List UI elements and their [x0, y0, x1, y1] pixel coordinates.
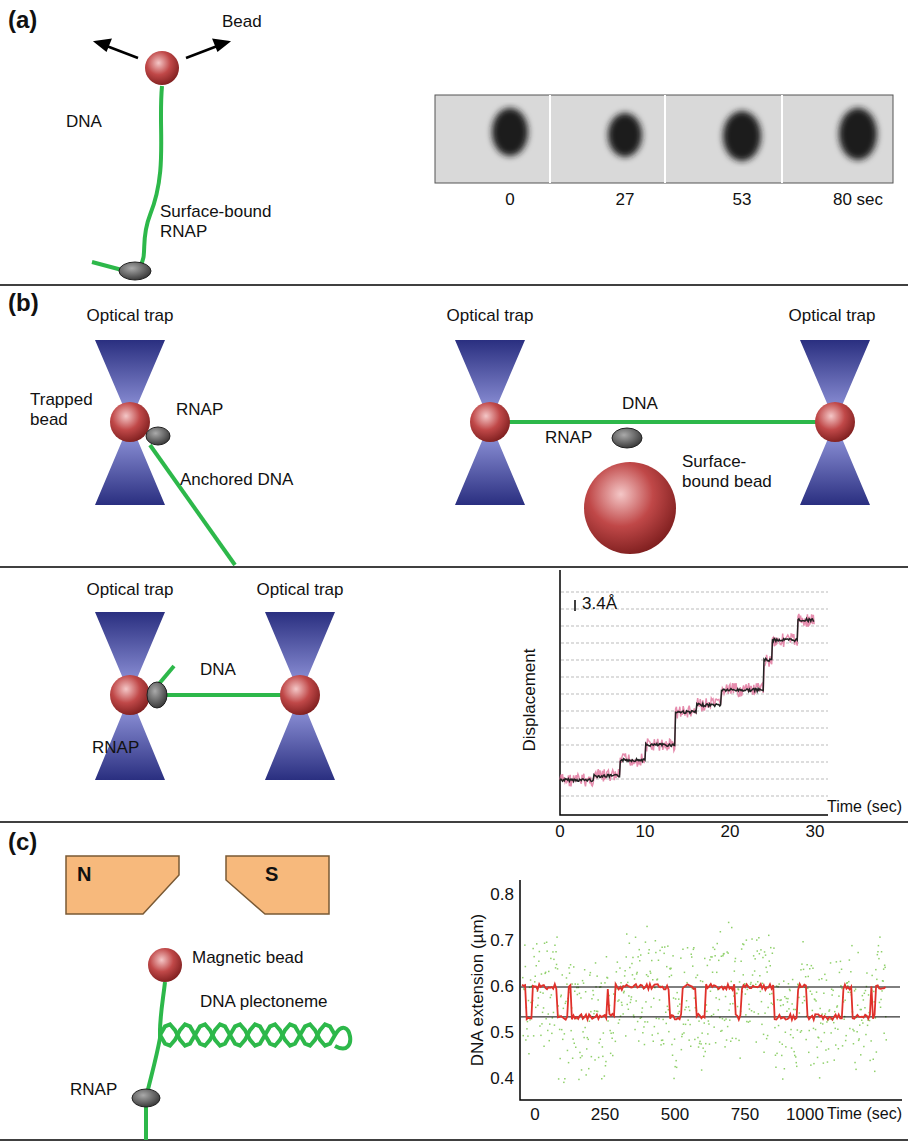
text-label: RNAP	[176, 400, 223, 420]
text-label: Trapped bead	[30, 390, 105, 429]
text-label: 30	[806, 822, 825, 842]
pole-letter: N	[77, 863, 91, 886]
text-label: 750	[731, 1105, 759, 1125]
text-label: DNA	[200, 660, 236, 680]
text-label: 0.4	[490, 1069, 514, 1089]
text-label: 27	[616, 190, 635, 210]
text-label: 20	[721, 822, 740, 842]
text-label: 0.8	[490, 885, 514, 905]
text-label: Surface-bound RNAP	[160, 202, 285, 241]
text-label: Displacement	[520, 649, 540, 752]
text-label: Bead	[222, 12, 262, 32]
text-label: 0	[530, 1105, 539, 1125]
text-label: Anchored DNA	[180, 470, 293, 490]
text-label: Optical trap	[257, 580, 344, 600]
text-label: DNA plectoneme	[200, 992, 328, 1012]
text-label: 0	[505, 190, 514, 210]
text-label: Time (sec)	[827, 798, 902, 816]
text-label: Optical trap	[87, 306, 174, 326]
panel-letter: (c)	[8, 828, 37, 856]
text-label: Optical trap	[447, 306, 534, 326]
text-label: 53	[733, 190, 752, 210]
panel-letter: (b)	[8, 289, 39, 317]
text-label: 0.5	[490, 1023, 514, 1043]
text-label: DNA extension (µm)	[468, 914, 488, 1066]
text-label: DNA	[66, 112, 102, 132]
text-label: DNA	[622, 394, 658, 414]
text-label: 10	[636, 822, 655, 842]
text-label: Optical trap	[87, 580, 174, 600]
text-label: 0	[555, 822, 564, 842]
text-label: RNAP	[92, 738, 139, 758]
pole-letter: S	[265, 863, 278, 886]
text-label: Surface-bound bead	[682, 452, 792, 491]
text-label: RNAP	[70, 1080, 117, 1100]
text-label: 500	[661, 1105, 689, 1125]
text-label: 3.4Å	[582, 594, 617, 614]
text-label: 80 sec	[833, 190, 883, 210]
text-label: Magnetic bead	[192, 948, 304, 968]
text-label: 0.7	[490, 931, 514, 951]
panel-letter: (a)	[8, 6, 37, 34]
text-label: Time (sec)	[827, 1105, 902, 1123]
text-label: 0.6	[490, 977, 514, 997]
magnet-pole: N	[65, 855, 180, 915]
text-label: Optical trap	[789, 306, 876, 326]
text-label: 250	[591, 1105, 619, 1125]
text-label: 1000	[786, 1105, 824, 1125]
magnet-pole: S	[225, 855, 330, 915]
text-label: RNAP	[545, 428, 592, 448]
